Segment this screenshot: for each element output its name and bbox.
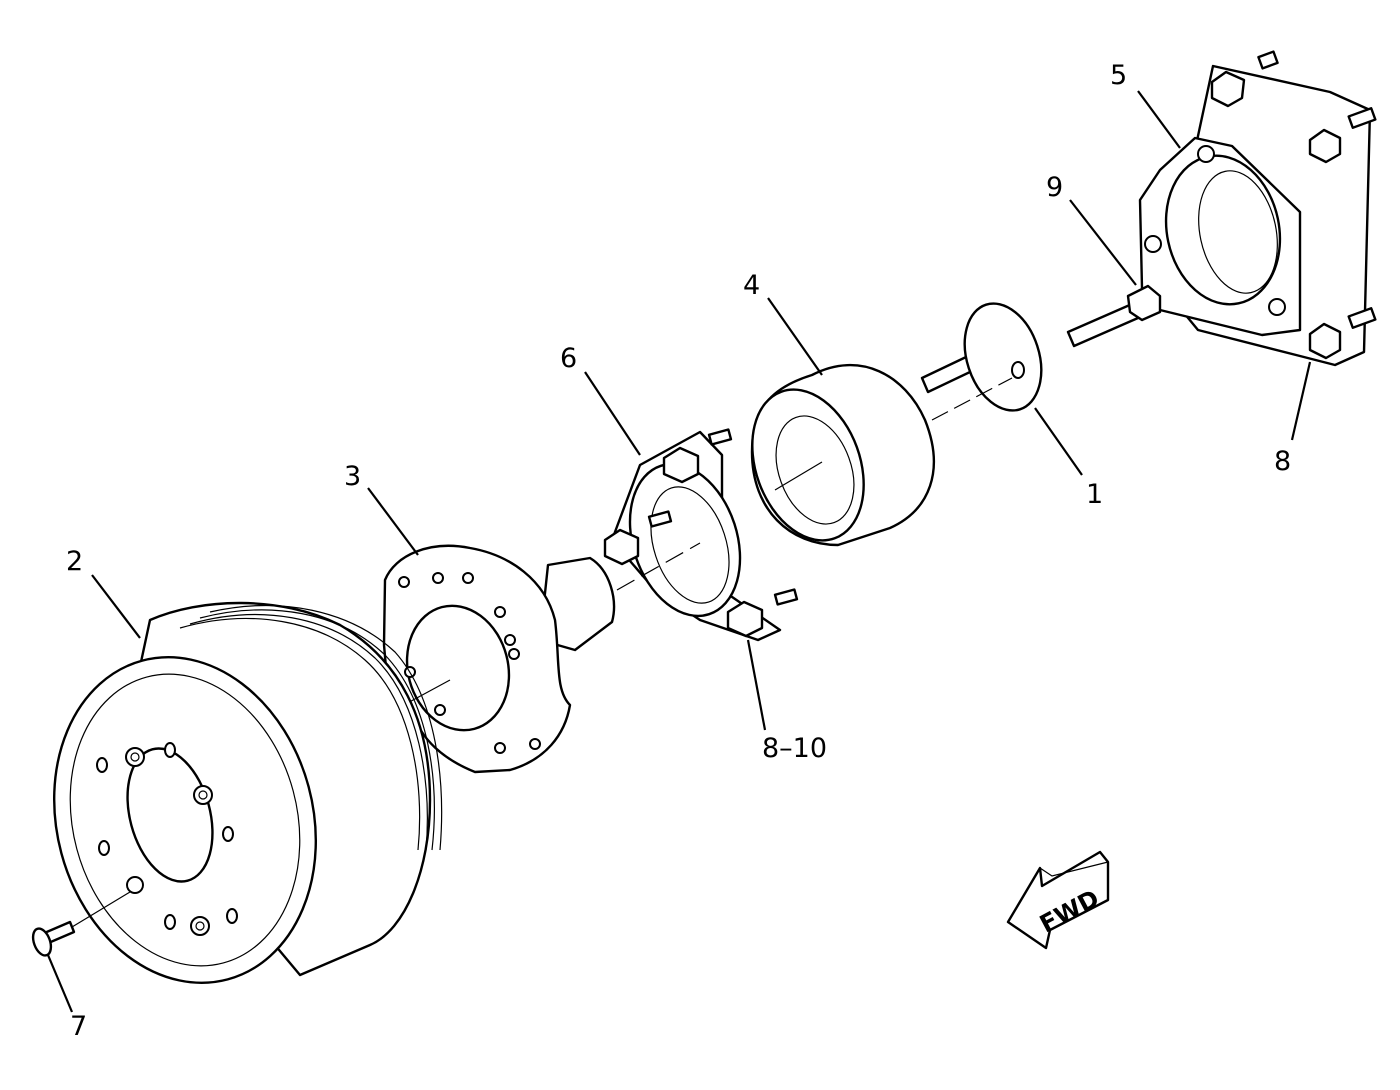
part-1-washer <box>920 302 1043 412</box>
callout-8-10: 8–10 <box>762 733 827 764</box>
callout-4: 4 <box>743 270 760 301</box>
callout-7: 7 <box>70 1011 87 1042</box>
leader-8 <box>1290 361 1312 441</box>
axis-line-6 <box>616 542 701 591</box>
callout-1: 1 <box>1086 479 1103 510</box>
callout-5: 5 <box>1110 60 1127 91</box>
part-4-spacer <box>750 364 935 547</box>
leader-4 <box>767 297 823 376</box>
axis-line-7 <box>71 891 131 928</box>
callout-6: 6 <box>560 343 577 374</box>
part-2-pulley <box>52 601 443 984</box>
leader-1 <box>1034 407 1083 476</box>
leader-3 <box>367 487 419 556</box>
leader-2 <box>91 574 141 639</box>
leader-5 <box>1137 90 1181 149</box>
axis-line-1 <box>931 377 1013 421</box>
part-5-bracket <box>1138 50 1377 367</box>
part-3-hub <box>382 544 616 774</box>
callout-2: 2 <box>66 546 83 577</box>
forward-direction-arrow: FWD <box>1006 850 1110 950</box>
part-6-flange <box>603 428 799 642</box>
callout-9: 9 <box>1046 172 1063 203</box>
leader-6 <box>584 371 641 456</box>
callout-3: 3 <box>344 461 361 492</box>
part-7-screw <box>31 920 76 957</box>
leader-7 <box>46 954 74 1013</box>
part-9-bolt <box>1066 284 1162 348</box>
leader-8-10 <box>746 639 767 731</box>
callout-8: 8 <box>1274 446 1291 477</box>
leader-9 <box>1069 199 1137 286</box>
axis-line-4 <box>774 461 823 491</box>
